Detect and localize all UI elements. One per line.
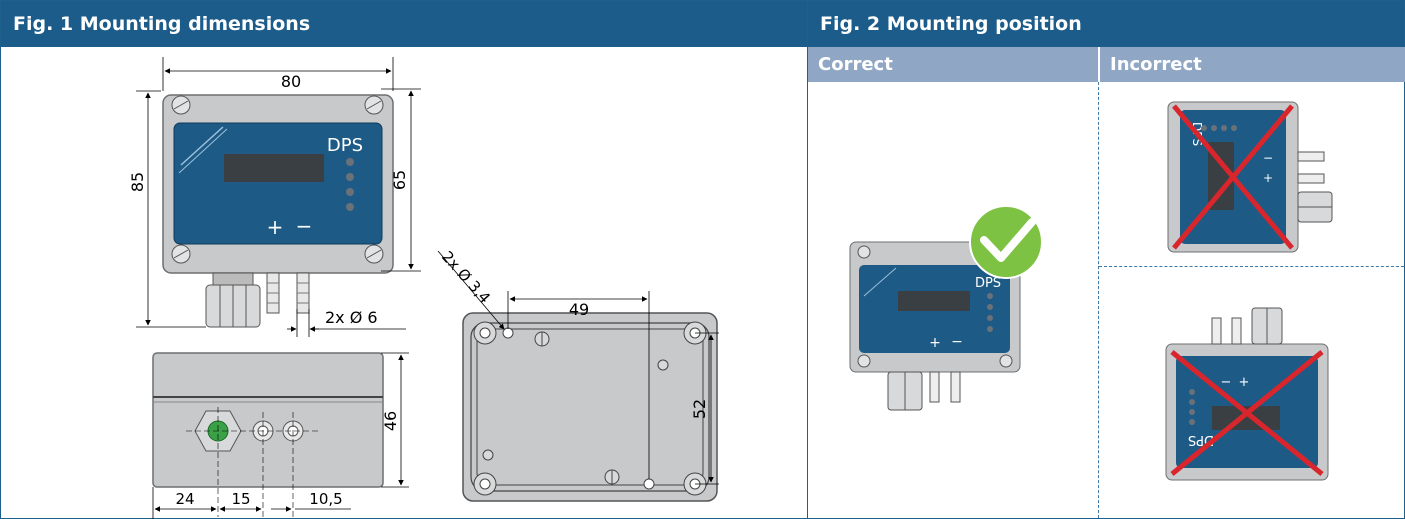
fig1-drawing: DPS + − <box>128 57 719 519</box>
correct-column-header: Correct <box>808 47 1098 82</box>
incorrect-mounting-upside-down: DPS − + <box>1165 307 1329 481</box>
mounting-hole-icon <box>643 478 655 490</box>
dim-holes: 2x Ø 3,4 <box>438 248 494 307</box>
fig1-title: Fig. 1 Mounting dimensions <box>1 1 807 47</box>
dim-depth: 46 <box>381 411 400 431</box>
dim-49: 49 <box>569 300 589 319</box>
dim-height: 85 <box>128 172 147 192</box>
mounting-hole-icon <box>502 327 514 339</box>
column-divider <box>1098 82 1099 518</box>
correct-minus-label: − <box>951 334 963 350</box>
incorrect-plus-label-1: + <box>1263 171 1273 185</box>
screw-icon <box>171 95 384 264</box>
device-label: DPS <box>327 135 363 156</box>
check-icon <box>969 205 1043 279</box>
fig2-drawing: DPS + − DPS <box>849 101 1333 481</box>
pressure-nozzle-icon <box>266 272 310 314</box>
back-view: 49 52 2x Ø 3,4 <box>437 248 719 502</box>
plus-button-label: + <box>267 215 284 239</box>
status-leds <box>346 158 354 211</box>
dim-52: 52 <box>690 399 709 419</box>
correct-device-label: DPS <box>975 276 1001 291</box>
fig2-panel: Fig. 2 Mounting position Correct Incorre… <box>807 0 1405 519</box>
correct-mounting-device: DPS + − <box>849 205 1043 411</box>
fig2-title: Fig. 2 Mounting position <box>808 1 1404 47</box>
incorrect-mounting-rotated: DPS − + <box>1167 101 1333 253</box>
cross-icon <box>1170 350 1324 476</box>
dim-10-5: 10,5 <box>309 490 342 508</box>
fig1-panel: Fig. 1 Mounting dimensions <box>0 0 808 519</box>
dim-width: 80 <box>281 72 301 91</box>
dim-inner-height: 65 <box>390 170 409 190</box>
incorrect-column-header: Incorrect <box>1100 47 1405 82</box>
incorrect-minus-label-1: − <box>1263 151 1273 165</box>
incorrect-plus-label-2: + <box>1239 375 1250 390</box>
dim-15: 15 <box>231 490 250 508</box>
correct-plus-label: + <box>929 335 941 351</box>
side-view: 24 15 10,5 46 <box>152 352 409 519</box>
display-screen <box>224 154 324 182</box>
minus-button-label: − <box>296 214 313 238</box>
cross-icon <box>1172 104 1294 250</box>
incorrect-minus-label-2: − <box>1221 375 1232 390</box>
row-divider <box>1099 266 1404 267</box>
dim-24: 24 <box>175 490 194 508</box>
front-view: DPS + − <box>128 57 421 337</box>
dim-nozzle: 2x Ø 6 <box>325 308 378 327</box>
cable-gland-icon <box>205 272 261 328</box>
